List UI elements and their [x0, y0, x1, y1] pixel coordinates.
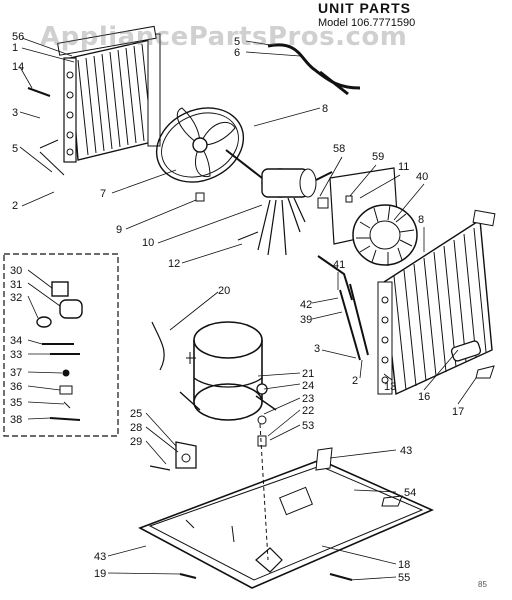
callout: 38: [10, 414, 22, 426]
callout: 35: [10, 397, 22, 409]
callout-labels: 56 1 14 3 5 2 5 6 8 7 9 10 12 58 59 11 4…: [10, 31, 464, 584]
callout: 18: [398, 559, 410, 571]
callout: 8: [418, 214, 424, 226]
callout: 43: [94, 551, 106, 563]
drain-parts: [450, 340, 495, 379]
fan-motor: [225, 149, 333, 256]
callout: 22: [302, 405, 314, 417]
callout: 28: [130, 422, 142, 434]
callout: 10: [142, 237, 154, 249]
callout: 6: [234, 47, 240, 59]
callout: 53: [302, 420, 314, 432]
callout: 36: [10, 381, 22, 393]
callout: 43: [400, 445, 412, 457]
condenser-coil: [27, 25, 161, 176]
callout: 19: [94, 568, 106, 580]
callout: 41: [333, 259, 345, 271]
base-pan: [138, 423, 434, 589]
callout: 13: [384, 381, 396, 393]
callout: 16: [418, 391, 430, 403]
wire-harness: [151, 321, 165, 371]
leader-lines: [19, 37, 477, 581]
callout: 3: [314, 343, 320, 355]
callout: 58: [333, 143, 345, 155]
callout: 21: [302, 368, 314, 380]
callout: 59: [372, 151, 384, 163]
callout: 55: [398, 572, 410, 584]
callout: 34: [10, 335, 22, 347]
callout: 32: [10, 292, 22, 304]
callout: 33: [10, 349, 22, 361]
callout: 17: [452, 406, 464, 418]
tubing: [267, 43, 361, 96]
callout: 24: [302, 380, 314, 392]
model-number: Model 106.7771590: [318, 17, 416, 29]
compressor: [179, 321, 277, 447]
callout: 29: [130, 436, 142, 448]
diagram-title: UNIT PARTS: [318, 0, 411, 16]
callout: 1: [12, 42, 18, 54]
callout: 12: [168, 258, 180, 270]
callout: 25: [130, 408, 142, 420]
parts-inset-box: [3, 253, 119, 437]
watermark: AppliancePartsPros.com: [40, 22, 408, 52]
callout: 3: [12, 107, 18, 119]
callout: 56: [12, 31, 24, 43]
callout: 23: [302, 393, 314, 405]
corner-mark: 85: [478, 580, 487, 589]
callout: 7: [100, 188, 106, 200]
callout: 5: [234, 36, 240, 48]
callout: 39: [300, 314, 312, 326]
callout: 8: [322, 103, 328, 115]
callout: 11: [398, 161, 409, 173]
callout: 54: [404, 487, 416, 499]
callout: 31: [10, 279, 22, 291]
callout: 20: [218, 285, 230, 297]
callout: 9: [116, 224, 122, 236]
callout: 30: [10, 265, 22, 277]
callout: 40: [416, 171, 428, 183]
fan-blade: [155, 107, 245, 202]
capacitor-bracket: [149, 441, 197, 471]
callout: 5: [12, 143, 18, 155]
callout: 2: [12, 200, 18, 212]
callout: 2: [352, 375, 358, 387]
blower-wheel: [317, 167, 418, 266]
callout: 37: [10, 367, 22, 379]
callout: 14: [12, 61, 24, 73]
callout: 42: [300, 299, 312, 311]
